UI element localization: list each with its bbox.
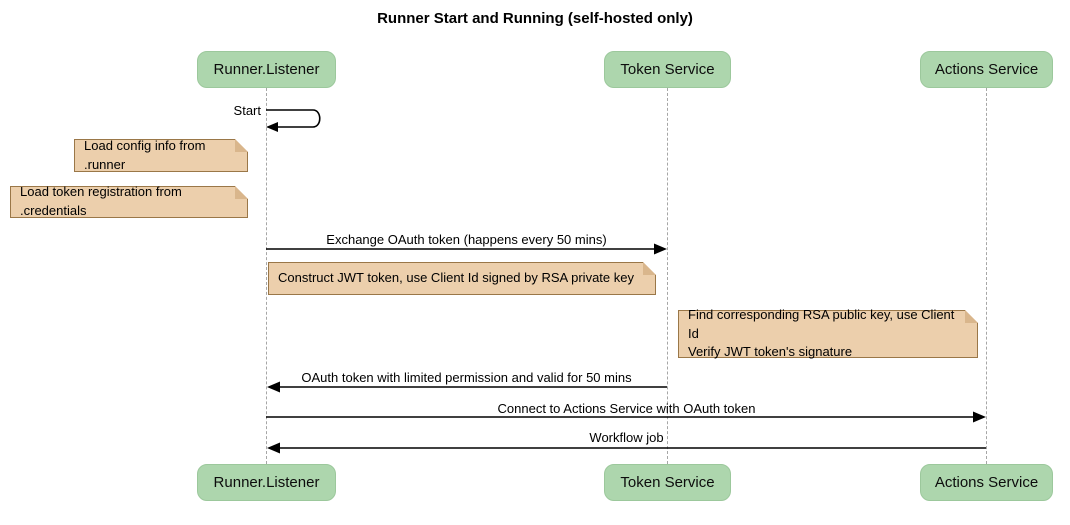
- participant-label: Actions Service: [934, 474, 1039, 491]
- participant-label: Runner.Listener: [213, 474, 320, 491]
- message-start-label: Start: [233, 103, 261, 118]
- arrow-right-icon: [266, 243, 667, 255]
- participant-label: Token Service: [620, 474, 715, 491]
- arrow-right-icon: [266, 411, 986, 423]
- lifeline-actions-service: [986, 88, 987, 464]
- note-load-credentials: Load token registration from .credential…: [10, 184, 248, 218]
- message-oauth-return-label: OAuth token with limited permission and …: [301, 370, 632, 385]
- participant-actions-service-top: Actions Service: [920, 51, 1053, 88]
- participant-runner-listener-bottom: Runner.Listener: [197, 464, 336, 501]
- diagram-title: Runner Start and Running (self-hosted on…: [377, 10, 693, 27]
- participant-label: Actions Service: [934, 61, 1039, 78]
- message-workflow-job-label: Workflow job: [589, 430, 664, 445]
- note-text: Find corresponding RSA public key, use C…: [688, 306, 955, 360]
- arrow-left-icon: [267, 442, 986, 454]
- note-text: Load token registration from .credential…: [20, 184, 182, 218]
- participant-token-service-bottom: Token Service: [604, 464, 731, 501]
- message-connect-actions-label: Connect to Actions Service with OAuth to…: [497, 401, 756, 416]
- participant-runner-listener-top: Runner.Listener: [197, 51, 336, 88]
- arrow-left-icon: [267, 381, 667, 393]
- note-text: Construct JWT token, use Client Id signe…: [278, 270, 634, 286]
- participant-actions-service-bottom: Actions Service: [920, 464, 1053, 501]
- note-construct-jwt: Construct JWT token, use Client Id signe…: [268, 262, 656, 295]
- lifeline-token-service: [667, 88, 668, 464]
- note-verify-jwt: Find corresponding RSA public key, use C…: [678, 307, 978, 359]
- participant-token-service-top: Token Service: [604, 51, 731, 88]
- note-text: Load config info from .runner: [84, 137, 206, 172]
- note-load-config: Load config info from .runner: [74, 137, 248, 172]
- participant-label: Runner.Listener: [213, 61, 320, 78]
- lifeline-runner-listener: [266, 88, 267, 464]
- message-exchange-oauth-label: Exchange OAuth token (happens every 50 m…: [326, 232, 607, 247]
- self-loop-arrow-icon: [266, 109, 321, 132]
- participant-label: Token Service: [620, 61, 715, 78]
